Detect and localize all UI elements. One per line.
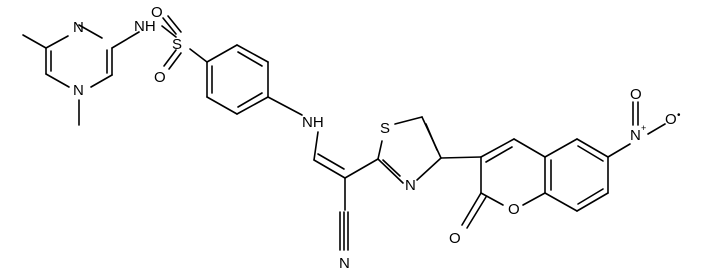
- carbonyl-oxygen-label: O: [449, 230, 461, 247]
- sulfonyl-oxygen-bottom-label: O: [154, 69, 166, 86]
- vinyl-nitrile-linker: [313, 131, 379, 251]
- coumarin-ring: [461, 138, 631, 229]
- thiazole-sulfur-label: S: [380, 120, 390, 137]
- sulfonamide-nh-label: NH: [134, 18, 156, 35]
- lactone-oxygen-label: O: [508, 201, 520, 218]
- thiazole-ring: [377, 116, 482, 184]
- nitro-positive-charge: +: [641, 123, 646, 133]
- thiazole-nitrogen-label: N: [405, 177, 416, 194]
- nitro-oxygen-top-label: O: [630, 86, 642, 103]
- nitro-oxygen-radical: •: [677, 110, 681, 121]
- sulfonyl-sulfur-label: S: [172, 36, 182, 53]
- pyrimidine-n2-label: N: [73, 82, 84, 99]
- nitro-oxygen-right-label: O: [665, 111, 677, 128]
- atom-labels: N N NH S O O NH S N N N + O O • O O: [73, 4, 681, 272]
- amine-nh-label: NH: [302, 114, 324, 131]
- pyrimidine-n1-label: N: [73, 19, 84, 36]
- nitro-group: [632, 101, 666, 135]
- nitro-nitrogen-label: N: [630, 127, 641, 144]
- sulfonyl-oxygen-top-label: O: [151, 4, 163, 21]
- sulfonamide-group: [161, 15, 208, 70]
- pyrimidine-ring: [22, 24, 140, 126]
- nitrile-nitrogen-label: N: [339, 255, 350, 272]
- benzene-ring: [206, 44, 303, 116]
